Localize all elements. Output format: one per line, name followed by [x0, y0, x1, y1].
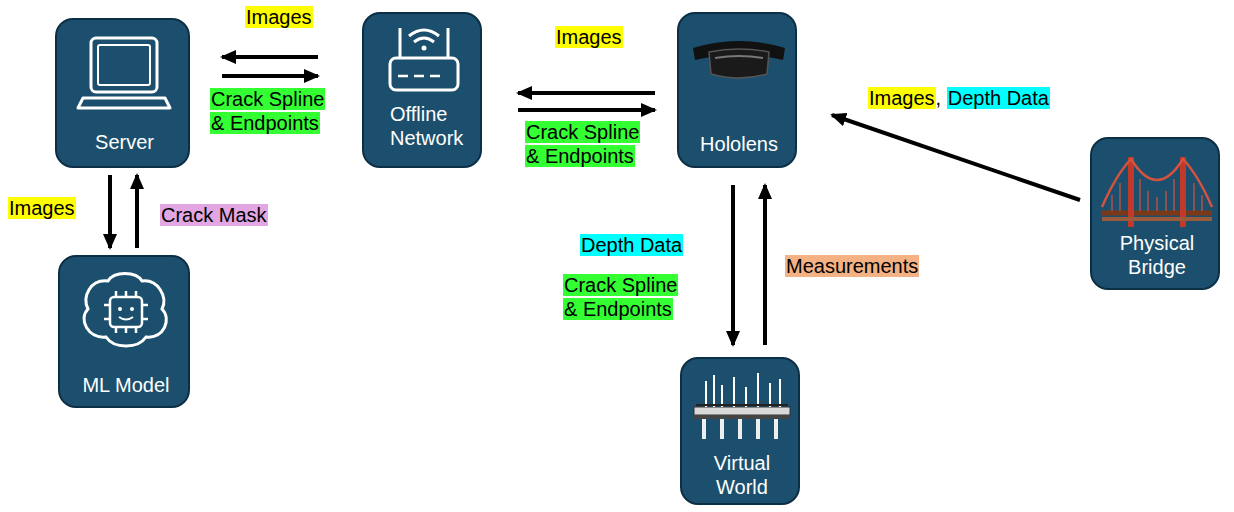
- flow-arrow: [222, 74, 318, 78]
- flow-arrow: [518, 108, 655, 112]
- node-title: Offline Network: [390, 102, 478, 150]
- component-box: Physical Bridge: [1090, 137, 1220, 290]
- flow-arrow: [763, 185, 767, 345]
- flow-label: Images, Depth Data: [868, 86, 1050, 110]
- component-box: Offline Network: [362, 12, 482, 168]
- flow-label: Measurements: [785, 254, 919, 278]
- node-title: Virtual World: [688, 451, 796, 499]
- flow-label: Images: [245, 5, 313, 29]
- component-box: Virtual World: [680, 357, 800, 505]
- flow-arrow: [518, 91, 655, 95]
- component-box: Hololens: [677, 12, 797, 168]
- flow-label: Depth Data: [580, 233, 683, 257]
- flow-arrow: [731, 185, 735, 345]
- flow-label: Crack Spline & Endpoints: [525, 120, 647, 169]
- flow-label: Crack Spline & Endpoints: [210, 87, 332, 136]
- flow-label: Crack Spline & Endpoints: [563, 273, 685, 322]
- node-title: Hololens: [685, 132, 793, 156]
- flow-label: Images: [8, 196, 76, 220]
- flow-label: Crack Mask: [160, 203, 268, 227]
- node-title: Physical Bridge: [1100, 231, 1214, 279]
- flow-arrow: [108, 175, 112, 248]
- flow-arrow: [135, 175, 139, 248]
- flow-arrow: [222, 55, 318, 59]
- node-title: Server: [65, 130, 184, 154]
- flow-arrow: [832, 115, 1080, 200]
- component-box: ML Model: [58, 255, 190, 408]
- node-title: ML Model: [68, 373, 184, 397]
- flow-label: Images: [555, 25, 623, 49]
- component-box: Server: [55, 18, 190, 168]
